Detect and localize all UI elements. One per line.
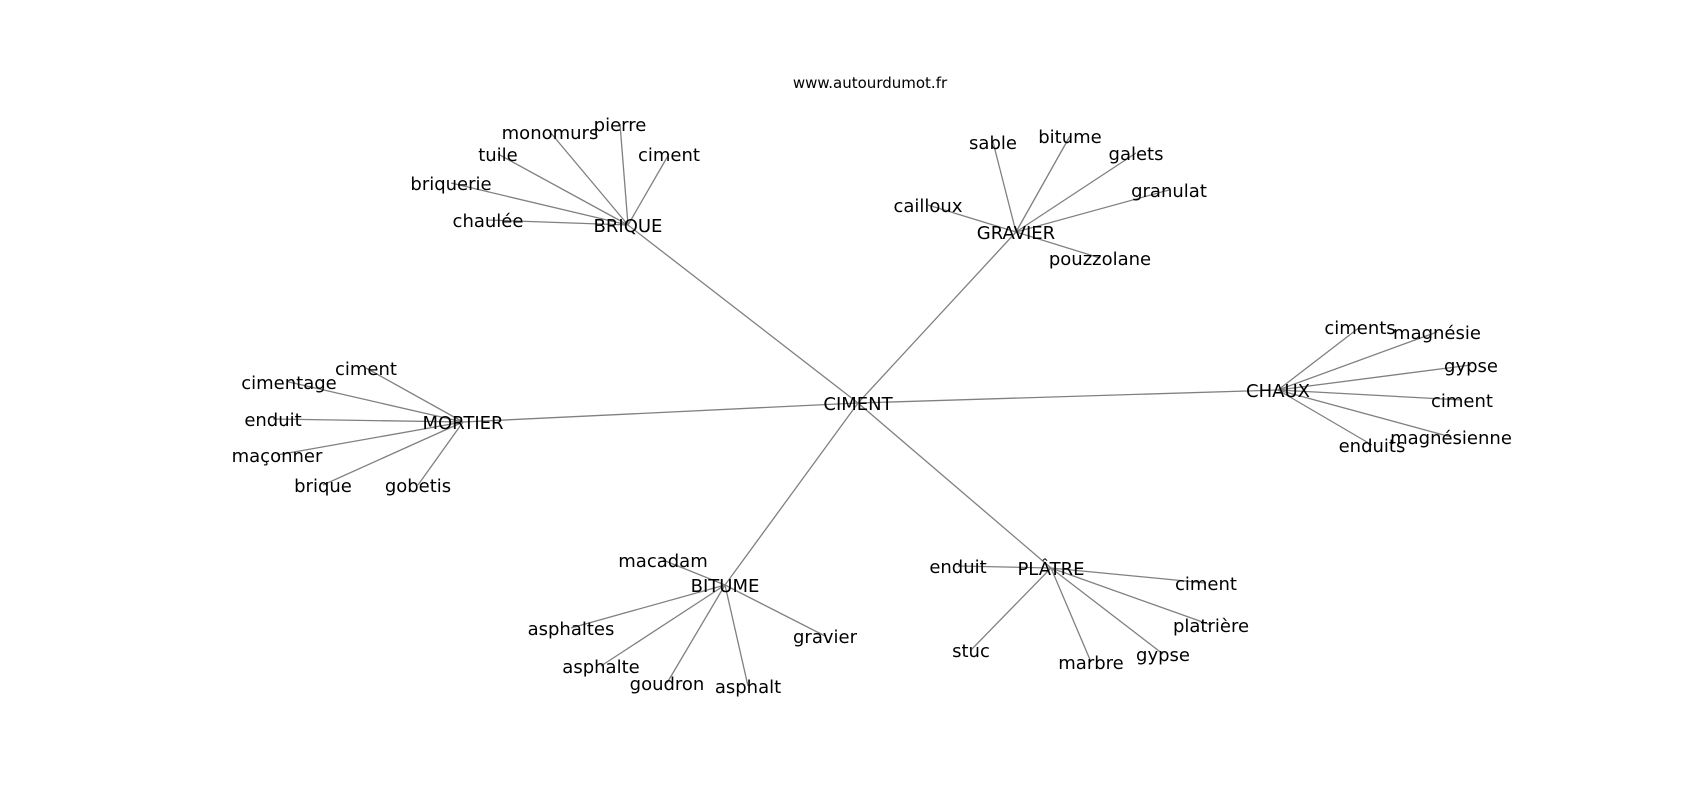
edge-ciment_center-gravier xyxy=(857,231,1017,404)
edge-platre-platre_stuc xyxy=(970,567,1052,651)
leaf-node-chaux-magnesienne: magnésienne xyxy=(1390,428,1512,449)
source-label: www.autourdumot.fr xyxy=(793,74,948,92)
edge-ciment_center-brique xyxy=(627,224,859,404)
leaf-node-gravier-bitume: bitume xyxy=(1038,127,1102,148)
leaf-node-bitume-goudron: goudron xyxy=(630,674,705,695)
leaf-node-bitume-asphalt: asphalt xyxy=(715,677,781,698)
leaf-node-bitume-asphalte: asphalte xyxy=(562,657,639,678)
hub-node-ciment-center: CIMENT xyxy=(823,394,893,415)
edge-platre-platre_marbre xyxy=(1050,567,1092,663)
edge-bitume-bitume_gravier xyxy=(724,584,826,637)
edge-brique-brique_ciment xyxy=(627,153,670,226)
leaf-node-brique-tuile: tuile xyxy=(478,145,518,166)
edge-mortier-mortier_enduit xyxy=(272,418,464,423)
leaf-node-mortier-cimentage: cimentage xyxy=(241,373,337,394)
edge-brique-brique_chaulee xyxy=(487,219,629,226)
leaf-node-platre-gypse: gypse xyxy=(1136,645,1190,666)
leaf-node-platre-ciment: ciment xyxy=(1175,574,1237,595)
edge-chaux-chaux_magnesie xyxy=(1277,331,1438,391)
leaf-node-gravier-pouzzolane: pouzzolane xyxy=(1049,249,1151,270)
leaf-node-chaux-gypse: gypse xyxy=(1444,356,1498,377)
leaf-node-mortier-enduit: enduit xyxy=(244,410,301,431)
hub-node-gravier: GRAVIER xyxy=(977,223,1055,244)
edge-gravier-gravier_granulat xyxy=(1015,189,1170,233)
edge-chaux-chaux_enduits xyxy=(1277,389,1373,446)
edge-bitume-bitume_goudron xyxy=(666,584,726,684)
edge-chaux-chaux_ciment xyxy=(1277,389,1463,401)
edge-ciment_center-platre xyxy=(857,402,1052,569)
leaf-node-brique-pierre: pierre xyxy=(594,115,647,136)
leaf-node-brique-chaulee: chaulée xyxy=(453,211,524,232)
edge-platre-platre_enduit xyxy=(957,565,1052,569)
edge-chaux-chaux_gypse xyxy=(1277,364,1472,391)
edge-chaux-chaux_ciments xyxy=(1277,326,1361,391)
leaf-node-gravier-sable: sable xyxy=(969,133,1017,154)
leaf-node-bitume-asphaltes: asphaltes xyxy=(528,619,615,640)
edge-bitume-bitume_asphalt xyxy=(724,584,749,687)
hub-node-chaux: CHAUX xyxy=(1246,381,1310,402)
edge-gravier-gravier_sable xyxy=(992,141,1017,233)
hub-node-brique: BRIQUE xyxy=(594,216,663,237)
hub-node-bitume: BITUME xyxy=(691,576,760,597)
leaf-node-bitume-gravier: gravier xyxy=(793,627,858,648)
edge-mortier-mortier_brique xyxy=(322,421,464,486)
leaf-node-chaux-ciment: ciment xyxy=(1431,391,1493,412)
leaf-node-bitume-macadam: macadam xyxy=(618,551,707,572)
edge-chaux-chaux_magnesienne xyxy=(1277,389,1452,438)
hub-node-platre: PLÂTRE xyxy=(1017,558,1084,580)
edge-mortier-mortier_gobetis xyxy=(417,421,464,486)
edge-brique-brique_tuile xyxy=(497,153,629,226)
leaf-node-brique-ciment: ciment xyxy=(638,145,700,166)
edge-gravier-gravier_pouzzolane xyxy=(1015,231,1101,259)
leaf-node-mortier-maconner: maçonner xyxy=(232,446,323,467)
leaf-node-mortier-gobetis: gobetis xyxy=(385,476,451,497)
edge-bitume-bitume_asphaltes xyxy=(570,584,726,629)
edge-gravier-gravier_cailloux xyxy=(927,204,1017,233)
leaf-node-gravier-galets: galets xyxy=(1109,144,1164,165)
leaf-node-platre-enduit: enduit xyxy=(929,557,986,578)
graph-edges xyxy=(272,123,1472,687)
edge-mortier-mortier_maconner xyxy=(276,421,464,456)
edge-mortier-mortier_cimentage xyxy=(288,381,464,423)
edge-gravier-gravier_bitume xyxy=(1015,135,1071,233)
edge-gravier-gravier_galets xyxy=(1015,152,1137,233)
leaf-node-chaux-enduits: enduits xyxy=(1339,436,1406,457)
edge-bitume-bitume_asphalte xyxy=(600,584,726,667)
edge-ciment_center-chaux xyxy=(857,389,1279,404)
edge-brique-brique_monomurs xyxy=(549,131,629,226)
leaf-node-brique-briquerie: briquerie xyxy=(410,174,491,195)
edge-ciment_center-mortier xyxy=(462,402,859,423)
leaf-node-platre-stuc: stuc xyxy=(952,641,990,662)
leaf-node-brique-monomurs: monomurs xyxy=(502,123,599,144)
edge-platre-platre_gypse xyxy=(1050,567,1164,655)
edge-platre-platre_platriere xyxy=(1050,567,1212,626)
leaf-node-gravier-granulat: granulat xyxy=(1131,181,1207,202)
leaf-node-chaux-magnesie: magnésie xyxy=(1393,323,1481,344)
leaf-node-chaux-ciments: ciments xyxy=(1324,318,1395,339)
leaf-node-mortier-brique: brique xyxy=(294,476,352,497)
hub-node-mortier: MORTIER xyxy=(422,413,503,434)
graph-labels: CIMENT BRIQUE GRAVIER CHAUX PLÂTRE BITUME MORT… xyxy=(232,115,1512,698)
edge-bitume-bitume_macadam xyxy=(662,559,726,586)
leaf-node-platre-marbre: marbre xyxy=(1058,653,1123,674)
leaf-node-platre-platriere: platrière xyxy=(1173,616,1249,637)
edge-brique-brique_briquerie xyxy=(450,182,629,226)
leaf-node-gravier-cailloux: cailloux xyxy=(893,196,962,217)
leaf-node-mortier-ciment: ciment xyxy=(335,359,397,380)
edge-mortier-mortier_ciment xyxy=(365,367,464,423)
edge-brique-brique_pierre xyxy=(619,123,629,226)
edge-platre-platre_ciment xyxy=(1050,567,1207,584)
edge-ciment_center-bitume xyxy=(724,402,859,586)
